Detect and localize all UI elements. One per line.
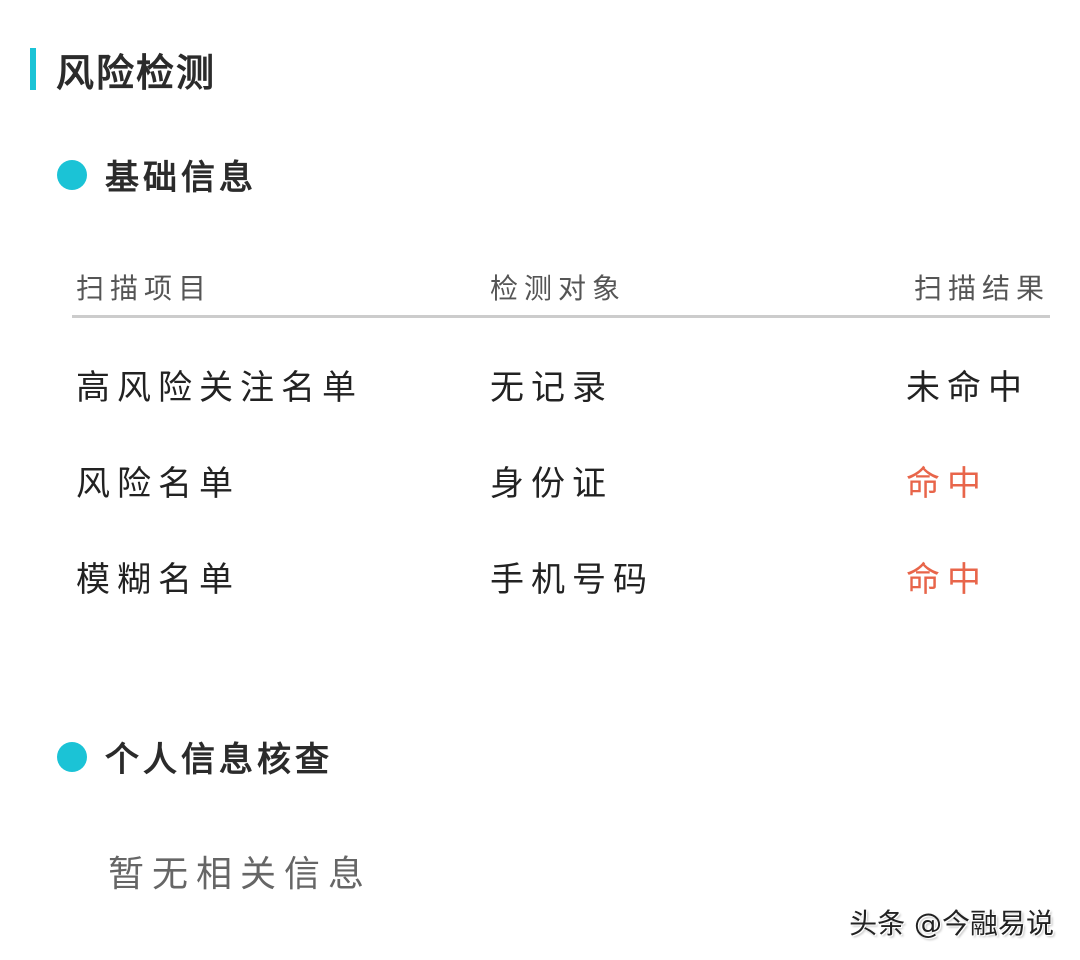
section-title: 基础信息: [105, 158, 257, 198]
scan-result-hit: 命中: [906, 560, 988, 600]
table-row: 高风险关注名单 无记录 未命中: [72, 338, 1050, 434]
scan-target: 无记录: [490, 368, 613, 408]
column-header-scan-item: 扫描项目: [76, 272, 213, 305]
section-title: 个人信息核查: [105, 740, 333, 780]
watermark: 头条 @今融易说: [849, 907, 1054, 940]
scan-result: 未命中: [906, 368, 1029, 408]
table-header: 扫描项目 检测对象 扫描结果: [72, 255, 1050, 318]
bullet-dot-icon: [57, 741, 87, 772]
page-title: 风险检测: [56, 49, 217, 95]
column-header-result: 扫描结果: [913, 272, 1050, 305]
page-header: 风险检测: [30, 44, 217, 95]
scan-item: 模糊名单: [76, 560, 240, 600]
scan-item: 高风险关注名单: [76, 368, 363, 408]
scan-target: 身份证: [490, 464, 613, 504]
section-header-personal-info: 个人信息核查: [57, 732, 333, 781]
title-accent-bar: [30, 48, 36, 90]
table-row: 风险名单 身份证 命中: [72, 434, 1050, 530]
bullet-dot-icon: [57, 159, 87, 190]
empty-state-text: 暂无相关信息: [108, 854, 373, 895]
section-header-basic-info: 基础信息: [57, 150, 257, 199]
scan-result-hit: 命中: [906, 464, 988, 504]
table-row: 模糊名单 手机号码 命中: [72, 530, 1050, 626]
scan-target: 手机号码: [490, 560, 654, 600]
scan-item: 风险名单: [76, 464, 240, 504]
scan-results-table: 扫描项目 检测对象 扫描结果 高风险关注名单 无记录 未命中 风险名单 身份证 …: [72, 255, 1050, 626]
column-header-target: 检测对象: [490, 272, 627, 305]
